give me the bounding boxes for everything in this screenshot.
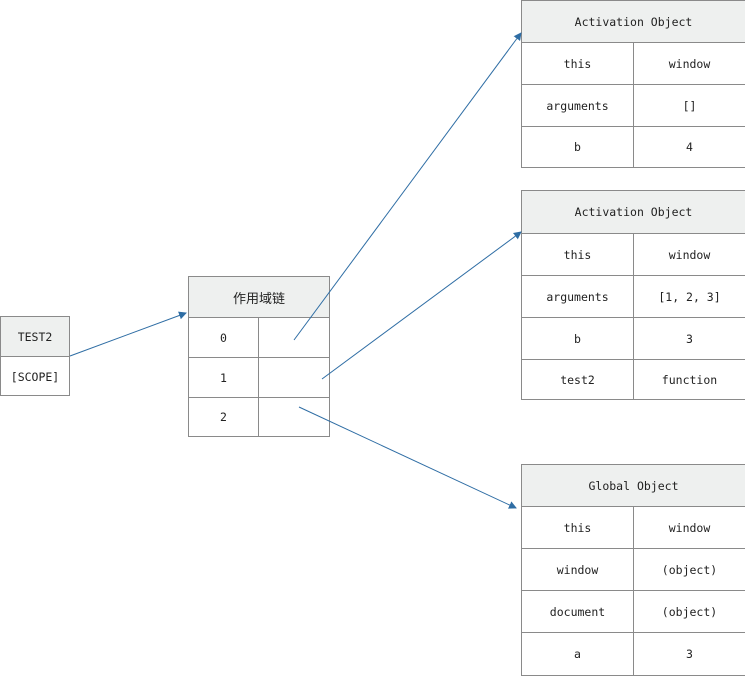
ao1-value: [] [682, 98, 697, 113]
ao2-value: window [668, 247, 711, 262]
scope-chain-row: 2 [189, 398, 329, 436]
ao1-row: b 4 [522, 127, 745, 167]
activation-object-2-title: Activation Object [522, 191, 745, 234]
scope-chain-title: 作用域链 [189, 277, 329, 318]
go-value: 3 [686, 647, 693, 661]
arrow-scope1-to-ao2 [321, 231, 522, 380]
go-row: window (object) [522, 549, 745, 591]
go-value: (object) [661, 562, 718, 577]
ao1-value: window [668, 56, 711, 71]
ao2-key: this [522, 234, 634, 275]
ao2-key: b [522, 318, 634, 359]
ao1-key: arguments [522, 85, 634, 126]
ao1-value: 4 [686, 140, 693, 154]
activation-object-1-title: Activation Object [522, 1, 745, 43]
ao2-row: test2 function [522, 360, 745, 400]
global-object-title: Global Object [522, 465, 745, 507]
test2-box: TEST2 [SCOPE] [0, 316, 70, 396]
ao2-row: b 3 [522, 318, 745, 360]
test2-title: TEST2 [1, 317, 69, 357]
ao2-value: [1, 2, 3] [658, 289, 721, 304]
ao2-row: this window [522, 234, 745, 276]
go-row: a 3 [522, 633, 745, 675]
arrow-test2-to-scope-chain [69, 311, 187, 357]
activation-object-1: Activation Object this window arguments … [521, 0, 745, 168]
global-object: Global Object this window window (object… [521, 464, 745, 676]
activation-object-2: Activation Object this window arguments … [521, 190, 745, 400]
go-row: this window [522, 507, 745, 549]
go-value: (object) [661, 604, 718, 619]
go-value: window [668, 520, 711, 535]
test2-scope: [SCOPE] [10, 369, 60, 384]
scope-chain-row: 0 [189, 318, 329, 358]
ao2-value: function [661, 373, 718, 387]
ao2-value: 3 [686, 331, 693, 346]
scope-chain-index: 2 [189, 398, 259, 436]
scope-chain-index: 0 [189, 318, 259, 357]
arrow-scope2-to-global [298, 406, 517, 509]
ao1-row: arguments [] [522, 85, 745, 127]
go-key: window [522, 549, 634, 590]
ao2-key: test2 [522, 360, 634, 400]
go-key: a [522, 633, 634, 675]
go-key: document [522, 591, 634, 632]
ao1-row: this window [522, 43, 745, 85]
ao1-key: this [522, 43, 634, 84]
ao2-row: arguments [1, 2, 3] [522, 276, 745, 318]
ao2-key: arguments [522, 276, 634, 317]
scope-chain-row: 1 [189, 358, 329, 398]
arrow-scope0-to-ao1 [293, 32, 522, 341]
scope-chain-index: 1 [189, 358, 259, 397]
go-key: this [522, 507, 634, 548]
ao1-key: b [522, 127, 634, 167]
go-row: document (object) [522, 591, 745, 633]
